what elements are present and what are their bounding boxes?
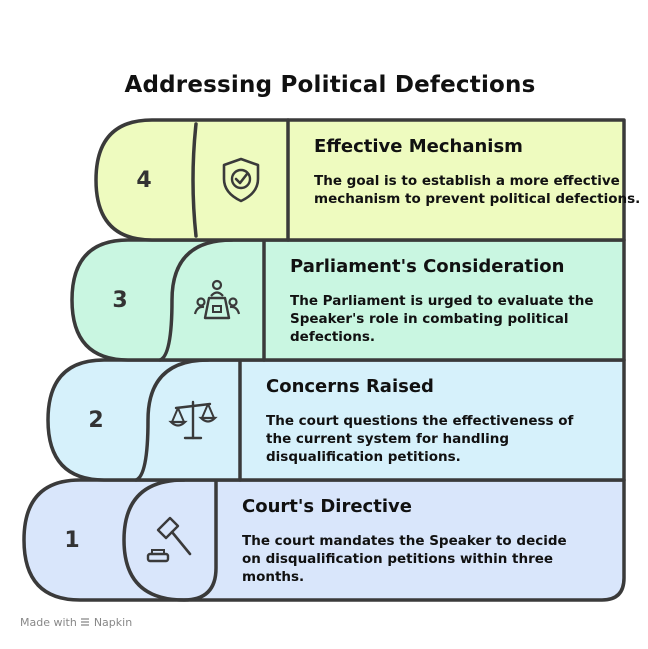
step-4-number: 4 — [136, 168, 152, 193]
step-3-shape — [70, 238, 626, 362]
footer-attribution: Made with Napkin — [20, 616, 132, 630]
step-3-description: The Parliament is urged to evaluate the … — [290, 293, 594, 345]
step-4-description: The goal is to establish a more effectiv… — [314, 173, 641, 207]
meeting-icon — [192, 276, 242, 326]
step-2-shape — [46, 358, 626, 482]
step-2-description: The court questions the effectiveness of… — [266, 413, 574, 465]
diagram-title: Addressing Political Defections — [124, 72, 536, 98]
shield-check-icon — [216, 155, 266, 205]
napkin-logo-icon — [80, 617, 90, 630]
step-4-shape — [94, 118, 626, 242]
step-1-title: Court's Directive — [242, 496, 412, 517]
step-3-title: Parliament's Consideration — [290, 256, 565, 277]
step-1-number: 1 — [64, 528, 80, 553]
brand-label: Napkin — [93, 616, 133, 629]
step-2-title: Concerns Raised — [266, 376, 434, 397]
scales-icon — [168, 396, 218, 446]
made-with-label: Made with — [20, 616, 77, 629]
step-4-title: Effective Mechanism — [314, 136, 523, 157]
step-2-number: 2 — [88, 408, 104, 433]
step-3-number: 3 — [112, 288, 128, 313]
step-1-shape — [22, 478, 626, 602]
gavel-icon — [144, 516, 194, 566]
step-1-description: The court mandates the Speaker to decide… — [242, 533, 567, 585]
